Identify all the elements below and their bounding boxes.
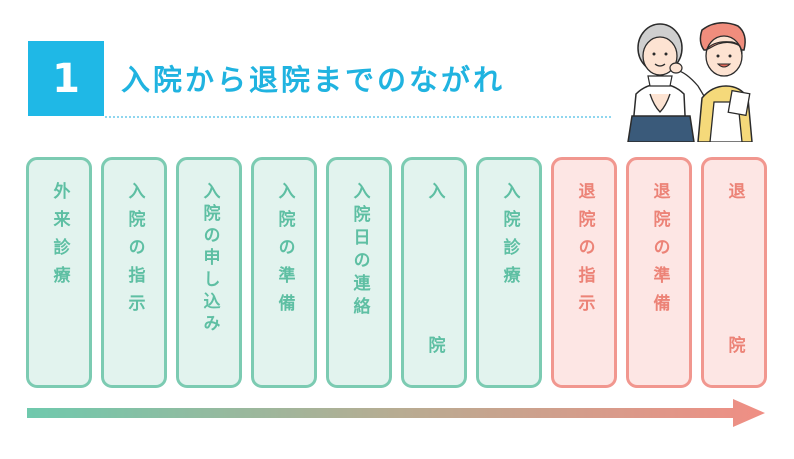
step-label: 入院の準備 — [274, 182, 295, 322]
section-number: 1 — [28, 41, 104, 116]
nurse-and-patient-illustration — [627, 22, 753, 142]
title-underline — [105, 116, 611, 118]
step-admission: 入 院 — [401, 157, 467, 388]
step-label-bottom: 院 — [724, 336, 745, 365]
step-label: 退 — [724, 182, 745, 210]
nurse-figure — [669, 22, 753, 142]
step-label: 入 — [424, 182, 445, 210]
patient-figure — [627, 23, 695, 142]
step-admission-instruction: 入院の指示 — [101, 157, 167, 388]
step-label: 入院診療 — [499, 182, 520, 294]
step-admission-date-notice: 入院日の連絡 — [326, 157, 392, 388]
step-discharge-preparation: 退院の準備 — [626, 157, 692, 388]
step-label: 退院の指示 — [574, 182, 595, 322]
step-discharge: 退 院 — [701, 157, 767, 388]
step-label: 外来診療 — [49, 182, 70, 294]
step-discharge-instruction: 退院の指示 — [551, 157, 617, 388]
step-admission-application: 入院の申し込み — [176, 157, 242, 388]
step-label-bottom: 院 — [424, 336, 445, 365]
flow-arrow-icon — [27, 399, 765, 427]
step-label: 入院の申し込み — [199, 182, 220, 336]
step-label: 入院日の連絡 — [349, 182, 370, 320]
step-admission-preparation: 入院の準備 — [251, 157, 317, 388]
page-title: 入院から退院までのながれ — [121, 63, 506, 97]
step-inpatient-care: 入院診療 — [476, 157, 542, 388]
step-outpatient-care: 外来診療 — [26, 157, 92, 388]
step-label: 退院の準備 — [649, 182, 670, 322]
step-label: 入院の指示 — [124, 182, 145, 322]
